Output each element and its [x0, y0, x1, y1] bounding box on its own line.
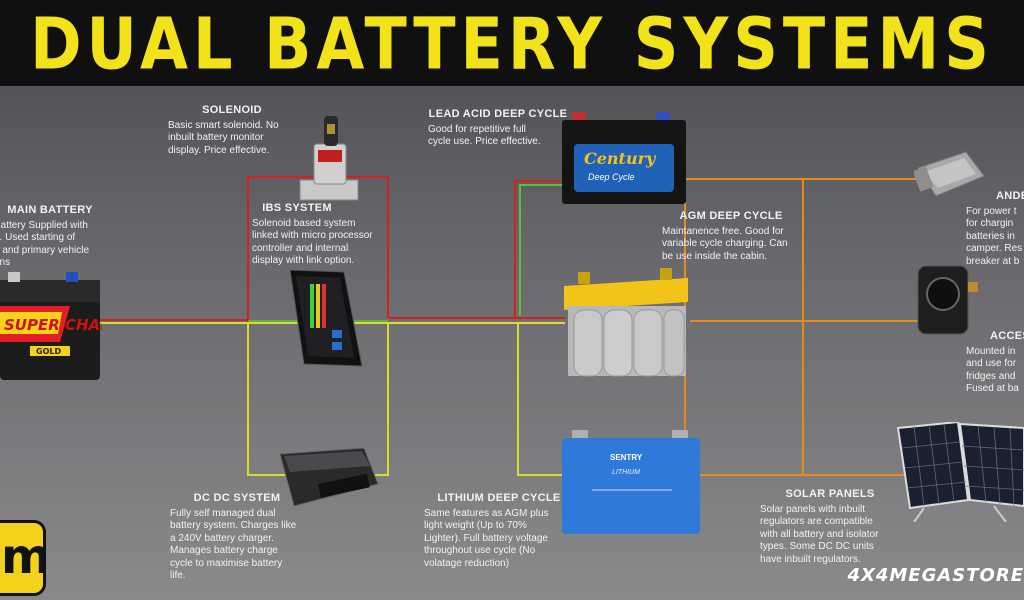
- main-battery-desc: Battery Supplied with e. Used starting o…: [0, 220, 89, 269]
- agm-title: AGM DEEP CYCLE: [662, 210, 800, 223]
- main-battery-brand: SUPER CHARGE: [4, 316, 102, 334]
- ibs-title: IBS SYSTEM: [252, 202, 342, 215]
- solar-desc: Solar panels with inbuilt regulators are…: [760, 504, 878, 565]
- lead-acid-desc: Good for repetitive full cycle use. Pric…: [428, 124, 541, 148]
- lithium-label: LITHIUM DEEP CYCLE Same features as AGM …: [424, 492, 574, 570]
- footer-brand: 4X4MEGASTORE: [847, 565, 1024, 586]
- solar-panels-image: [894, 422, 1024, 522]
- accessory-label: ACCESS Mounted in and use for fridges an…: [966, 330, 1024, 396]
- lithium-subtitle: LITHIUM: [612, 469, 640, 476]
- accessory-title: ACCESS: [966, 330, 1024, 343]
- dcdc-title: DC DC SYSTEM: [170, 492, 304, 505]
- lead-acid-subtitle: Deep Cycle: [588, 172, 635, 182]
- solenoid-desc: Basic smart solenoid. No inbuilt battery…: [168, 120, 279, 156]
- main-battery-title: MAIN BATTERY: [0, 204, 106, 217]
- anderson-title: ANDER: [966, 190, 1024, 203]
- lithium-brand: SENTRY: [610, 453, 643, 462]
- ibs-label: IBS SYSTEM Solenoid based system linked …: [252, 202, 392, 268]
- wire-green: [520, 185, 565, 316]
- lithium-desc: Same features as AGM plus light weight (…: [424, 508, 549, 569]
- brand-logo: m: [0, 520, 46, 596]
- accessory-desc: Mounted in and use for fridges and Fused…: [966, 346, 1019, 395]
- dcdc-label: DC DC SYSTEM Fully self managed dual bat…: [170, 492, 320, 583]
- solenoid-label: SOLENOID Basic smart solenoid. No inbuil…: [168, 104, 296, 157]
- anderson-label: ANDER For power t for chargin batteries …: [966, 190, 1024, 268]
- accessory-socket-image: [914, 262, 980, 340]
- lead-acid-label: LEAD ACID DEEP CYCLE Good for repetitive…: [428, 108, 568, 149]
- dcdc-desc: Fully self managed dual battery system. …: [170, 508, 296, 582]
- solenoid-title: SOLENOID: [168, 104, 296, 117]
- wire-red-lead-acid: [515, 181, 565, 318]
- lead-acid-title: LEAD ACID DEEP CYCLE: [428, 108, 568, 121]
- main-battery-grade: GOLD: [36, 347, 61, 356]
- anderson-desc: For power t for chargin batteries in cam…: [966, 206, 1022, 267]
- agm-desc: Maintanence free. Good for variable cycl…: [662, 226, 788, 262]
- lead-acid-brand: Century: [584, 149, 657, 168]
- brand-logo-letter: m: [1, 531, 46, 583]
- lithium-battery-image: SENTRY LITHIUM: [562, 428, 702, 536]
- lead-acid-battery-image: Century Deep Cycle: [562, 112, 687, 206]
- agm-label: AGM DEEP CYCLE Maintanence free. Good fo…: [662, 210, 812, 263]
- agm-battery-image: [560, 266, 692, 382]
- solar-label: SOLAR PANELS Solar panels with inbuilt r…: [760, 488, 910, 566]
- lithium-title: LITHIUM DEEP CYCLE: [424, 492, 574, 505]
- main-battery-label: MAIN BATTERY Battery Supplied with e. Us…: [0, 204, 106, 270]
- solar-title: SOLAR PANELS: [760, 488, 900, 501]
- main-battery-image: SUPER CHARGE GOLD: [0, 272, 102, 382]
- solenoid-image: [296, 114, 364, 204]
- ibs-desc: Solenoid based system linked with micro …: [252, 218, 373, 267]
- ibs-controller-image: [284, 270, 366, 368]
- wire-yellow-lithium: [518, 323, 565, 475]
